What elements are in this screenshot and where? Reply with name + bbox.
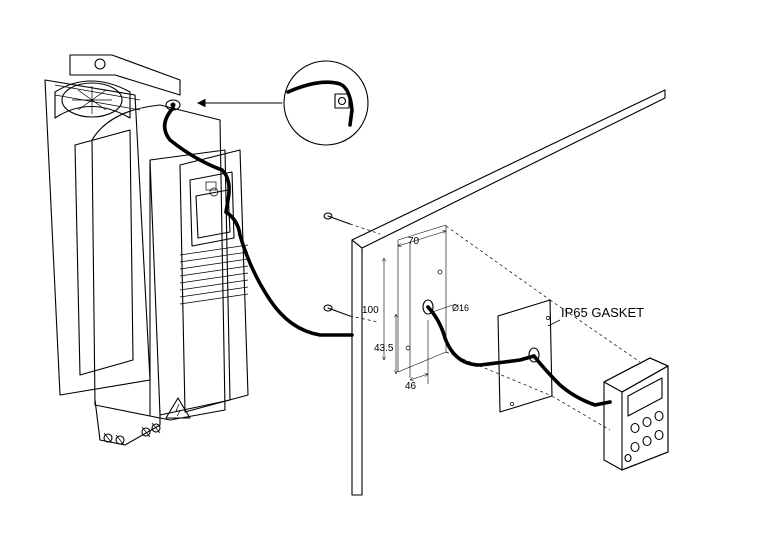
dim-hole-height-label: 43.5 — [374, 343, 394, 354]
dim-height-label: 100 — [362, 305, 379, 316]
bottom-brackets — [94, 399, 161, 446]
front-cover — [91, 104, 226, 421]
warning-triangle-icon — [165, 397, 191, 419]
panel-slot — [189, 171, 235, 247]
side-vents — [74, 129, 134, 376]
display-screen — [627, 377, 663, 417]
mounting-screw-top — [323, 212, 381, 235]
control-panel — [603, 357, 669, 471]
fan-icon — [54, 80, 131, 119]
drive-unit — [44, 54, 249, 446]
mounting-plate-top — [69, 54, 181, 96]
detail-circle — [283, 60, 369, 146]
gasket — [445, 225, 553, 413]
mounting-screw-bottom — [323, 304, 379, 323]
keypad-buttons — [624, 410, 664, 463]
front-grille — [179, 244, 249, 305]
panel-cable — [162, 106, 354, 337]
gasket-label: IP65 GASKET — [561, 305, 644, 320]
dim-hole-diameter-label: Ø16 — [452, 303, 469, 313]
detail-callout — [196, 60, 369, 146]
cable-hole — [422, 299, 434, 315]
heatsink-body — [44, 79, 151, 396]
mounting-hole-top — [94, 58, 106, 70]
panel-cable-extension — [426, 305, 612, 407]
dim-width-label: 70 — [408, 236, 420, 247]
dim-hole-offset-label: 46 — [405, 381, 417, 392]
cabinet-door — [323, 89, 666, 496]
